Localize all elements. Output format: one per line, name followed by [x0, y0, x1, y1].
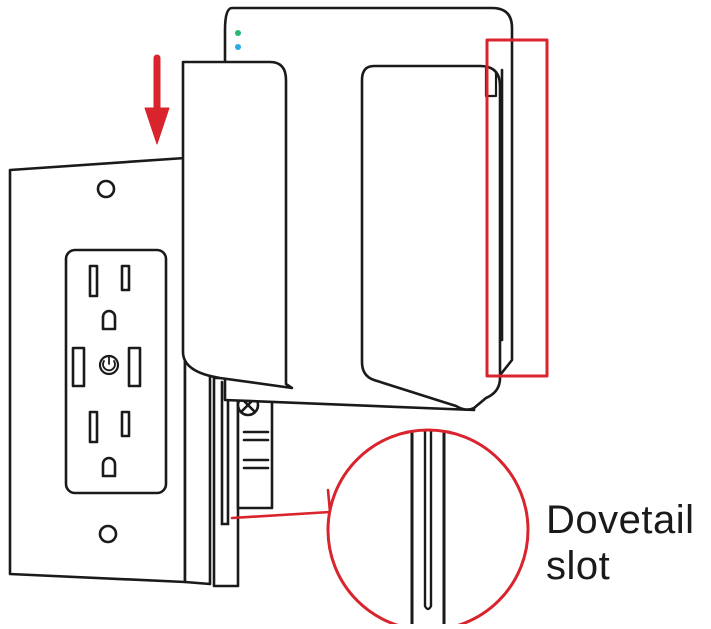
down-arrow-icon [144, 54, 170, 145]
callout-label-line2: slot [546, 544, 611, 588]
outlet-slot [120, 410, 131, 438]
dovetail-slot-highlight [485, 38, 549, 378]
outlet-slot [120, 264, 131, 292]
mounting-bracket [212, 376, 274, 588]
status-led-green [235, 30, 241, 36]
power-icon [98, 354, 120, 376]
magnifier-ring [326, 428, 530, 629]
outlet-slot [88, 264, 99, 298]
callout-label-line1: Dovetail [546, 498, 695, 542]
outlet-slot [88, 410, 99, 444]
usb-port [71, 346, 86, 388]
receptacle [64, 248, 168, 495]
plate-screw-hole-bottom [98, 524, 118, 544]
plate-screw-hole-top [96, 179, 116, 199]
status-led-blue [235, 44, 241, 50]
magnified-detail [326, 428, 530, 629]
device-right-clip [360, 64, 504, 411]
ground-pin [101, 309, 117, 331]
usb-port [127, 346, 142, 388]
ground-pin [101, 456, 117, 478]
device-left-clip [181, 60, 294, 390]
